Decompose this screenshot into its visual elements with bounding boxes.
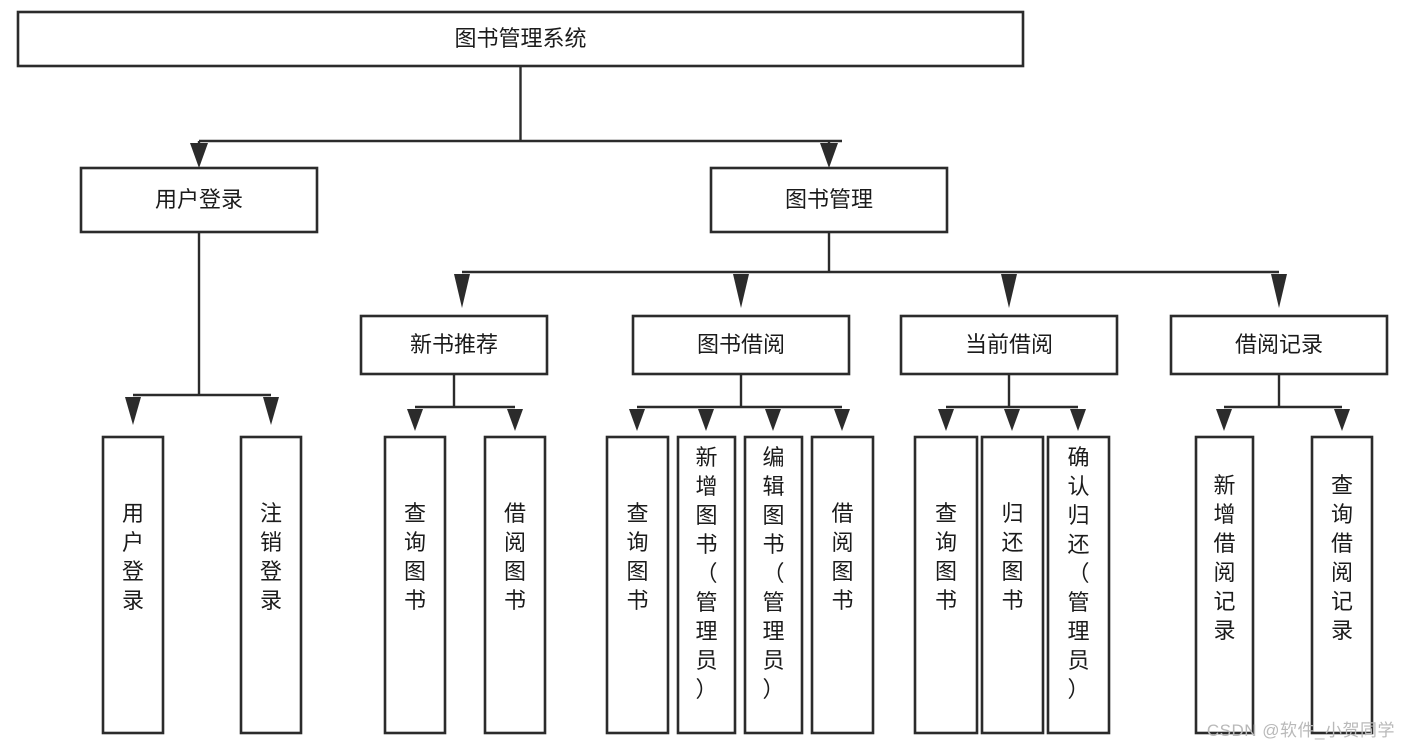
leaf-user-login-label: 用户登录	[122, 501, 144, 613]
node-borrow-record-box[interactable]	[1169, 314, 1389, 376]
leaf-nr-query-book-label: 查询图书	[404, 501, 426, 613]
node-root-system-label: 图书管理系统	[454, 26, 586, 51]
leaf-c-return-book-box[interactable]	[980, 435, 1045, 735]
node-borrow-record-label: 借阅记录	[1235, 332, 1323, 357]
leaf-b-borrow-book[interactable]: 借阅图书	[810, 435, 875, 735]
leaf-nr-query-book[interactable]: 查询图书	[383, 435, 447, 735]
node-user-login-label: 用户登录	[155, 187, 243, 212]
arrowhead-book-mgmt	[820, 143, 838, 168]
node-new-book-recommend-label: 新书推荐	[410, 332, 498, 357]
leaf-logout-box[interactable]	[239, 435, 303, 735]
connector-group-current	[938, 374, 1086, 431]
connector-group-new-rec	[407, 374, 523, 431]
leaf-b-edit-book-label: 编辑图书（管理员）	[762, 445, 784, 702]
leaf-b-borrow-book-label: 借阅图书	[831, 501, 853, 613]
connector-group-record	[1216, 374, 1350, 431]
arrowhead-leaf-logout	[263, 397, 279, 425]
node-borrow-record[interactable]: 借阅记录	[1169, 314, 1389, 376]
leaf-r-add-record-label: 新增借阅记录	[1213, 473, 1235, 643]
node-root-system-box[interactable]	[16, 10, 1025, 68]
node-book-management-box[interactable]	[709, 166, 949, 234]
arrowhead-leaf-nr-borrow	[507, 409, 523, 431]
leaf-logout[interactable]: 注销登录	[239, 435, 303, 735]
arrowhead-borrow	[733, 274, 749, 308]
arrowhead-leaf-b-edit	[765, 409, 781, 431]
node-user-login[interactable]: 用户登录	[79, 166, 319, 234]
node-book-management[interactable]: 图书管理	[709, 166, 949, 234]
node-user-login-box[interactable]	[79, 166, 319, 234]
leaf-b-add-book-box[interactable]	[676, 435, 737, 735]
leaf-c-return-book-label: 归还图书	[1001, 501, 1023, 613]
connector-group-root	[190, 66, 842, 168]
leaf-b-edit-book-box[interactable]	[743, 435, 804, 735]
leaf-user-login-box[interactable]	[101, 435, 165, 735]
node-book-borrow[interactable]: 图书借阅	[631, 314, 851, 376]
leaf-nr-borrow-book[interactable]: 借阅图书	[483, 435, 547, 735]
arrowhead-leaf-r-query	[1334, 409, 1350, 431]
leaf-c-confirm-return-box[interactable]	[1046, 435, 1111, 735]
node-root-system[interactable]: 图书管理系统	[16, 10, 1025, 68]
leaf-nr-borrow-book-label: 借阅图书	[504, 501, 526, 613]
leaf-c-query-book-box[interactable]	[913, 435, 979, 735]
node-current-borrow-box[interactable]	[899, 314, 1119, 376]
arrowhead-leaf-c-confirm	[1070, 409, 1086, 431]
arrowhead-leaf-b-query	[629, 409, 645, 431]
connector-group-borrow	[629, 374, 850, 431]
leaf-logout-label: 注销登录	[260, 501, 282, 613]
arrowhead-leaf-user-login	[125, 397, 141, 425]
leaf-c-query-book[interactable]: 查询图书	[913, 435, 979, 735]
node-book-borrow-label: 图书借阅	[697, 332, 785, 357]
leaf-c-query-book-label: 查询图书	[935, 501, 957, 613]
csdn-watermark: CSDN @软件_小贺同学	[1206, 721, 1395, 740]
leaf-r-query-record-box[interactable]	[1310, 435, 1374, 735]
leaf-c-confirm-return-label: 确认归还（管理员）	[1067, 445, 1089, 702]
leaf-r-add-record[interactable]: 新增借阅记录	[1194, 435, 1255, 735]
leaf-nr-query-book-box[interactable]	[383, 435, 447, 735]
leaf-b-borrow-book-box[interactable]	[810, 435, 875, 735]
arrowhead-leaf-c-query	[938, 409, 954, 431]
arrowhead-new-rec	[454, 274, 470, 308]
arrowhead-current	[1001, 274, 1017, 308]
node-book-borrow-box[interactable]	[631, 314, 851, 376]
arrowhead-leaf-b-borrow	[834, 409, 850, 431]
node-book-management-label: 图书管理	[785, 187, 873, 212]
arrowhead-leaf-r-add	[1216, 409, 1232, 431]
leaf-c-confirm-return[interactable]: 确认归还（管理员）	[1046, 435, 1111, 735]
leaf-b-add-book[interactable]: 新增图书（管理员）	[676, 435, 737, 735]
connector-group-user-login	[125, 232, 279, 425]
node-new-book-recommend[interactable]: 新书推荐	[359, 314, 549, 376]
leaf-nr-borrow-book-box[interactable]	[483, 435, 547, 735]
arrowhead-user-login	[190, 143, 208, 168]
leaf-b-query-book-label: 查询图书	[626, 501, 648, 613]
leaf-c-return-book[interactable]: 归还图书	[980, 435, 1045, 735]
leaf-r-query-record[interactable]: 查询借阅记录	[1310, 435, 1374, 735]
leaf-user-login[interactable]: 用户登录	[101, 435, 165, 735]
leaf-b-add-book-label: 新增图书（管理员）	[695, 445, 717, 702]
connector-group-book-mgmt	[454, 232, 1287, 308]
node-new-book-recommend-box[interactable]	[359, 314, 549, 376]
node-current-borrow-label: 当前借阅	[965, 332, 1053, 357]
leaf-b-query-book-box[interactable]	[605, 435, 670, 735]
arrowhead-leaf-nr-query	[407, 409, 423, 431]
leaf-b-query-book[interactable]: 查询图书	[605, 435, 670, 735]
leaf-r-query-record-label: 查询借阅记录	[1331, 473, 1353, 643]
leaf-r-add-record-box[interactable]	[1194, 435, 1255, 735]
arrowhead-leaf-c-return	[1004, 409, 1020, 431]
leaf-b-edit-book[interactable]: 编辑图书（管理员）	[743, 435, 804, 735]
arrowhead-record	[1271, 274, 1287, 308]
node-current-borrow[interactable]: 当前借阅	[899, 314, 1119, 376]
arrowhead-leaf-b-add	[698, 409, 714, 431]
